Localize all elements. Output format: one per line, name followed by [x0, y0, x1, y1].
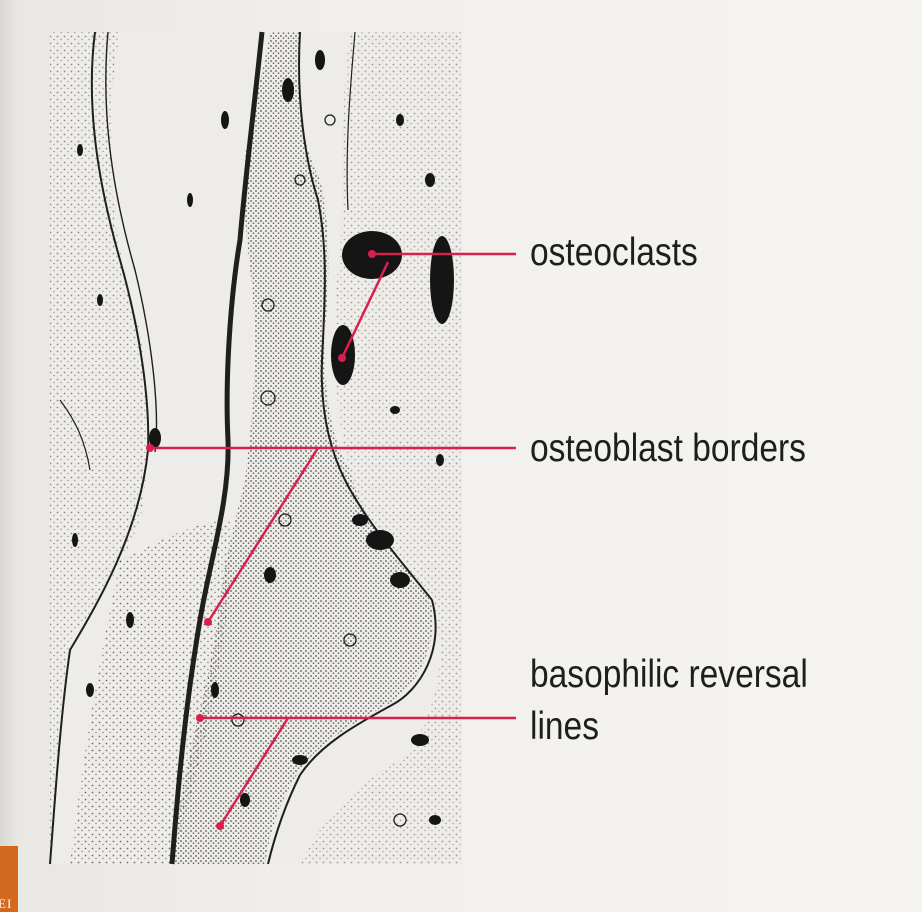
corner-text: EI — [0, 896, 12, 912]
label-osteoclasts: osteoclasts — [530, 228, 698, 278]
label-osteoblast-borders: osteoblast borders — [530, 424, 806, 474]
label-basophilic-reversal: basophilic reversal — [530, 650, 808, 700]
label-reversal-lines: lines — [530, 702, 599, 752]
